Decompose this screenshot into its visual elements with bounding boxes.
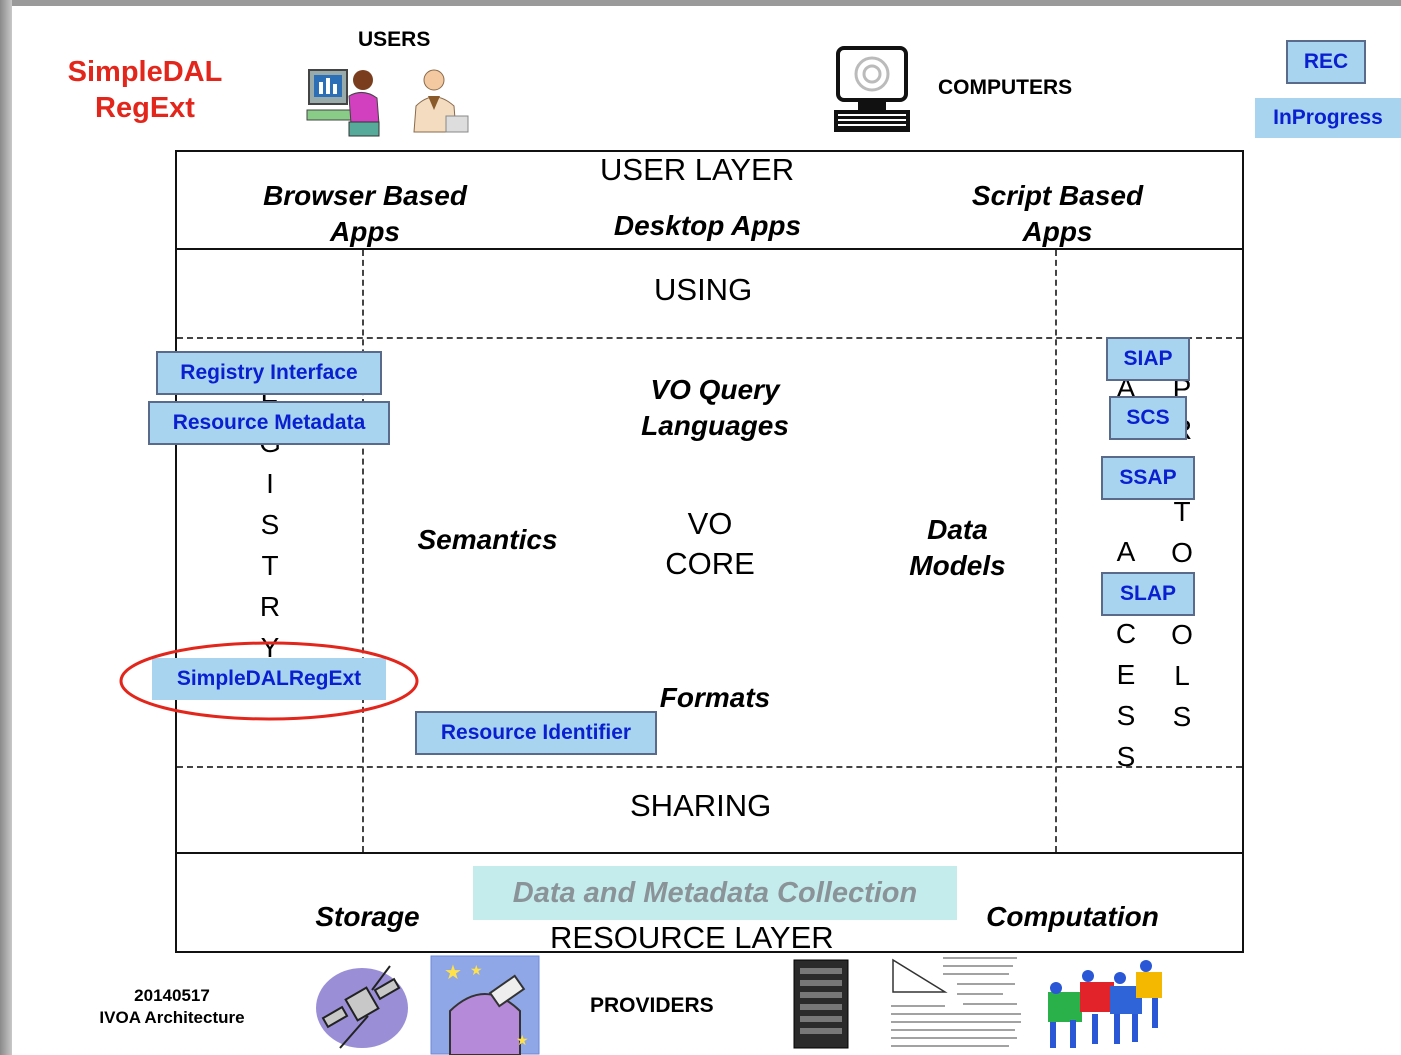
footer-date: 20140517 bbox=[134, 986, 210, 1005]
vo-core-label: VO CORE bbox=[665, 506, 755, 581]
data-metadata-collection: Data and Metadata Collection bbox=[473, 866, 957, 920]
svg-text:★: ★ bbox=[444, 960, 462, 984]
sharing-label: SHARING bbox=[630, 788, 772, 823]
resource-layer-box bbox=[175, 852, 1244, 953]
user-at-desk-icon bbox=[413, 69, 469, 133]
resource-layer-title: RESOURCE LAYER bbox=[550, 920, 834, 955]
browser-apps-label: Browser Based Apps bbox=[263, 180, 467, 247]
providers-label: PROVIDERS bbox=[590, 994, 714, 1017]
highlight-ellipse bbox=[119, 641, 419, 721]
data-access-letter: S bbox=[1116, 741, 1136, 772]
data-access-letter: E bbox=[1116, 659, 1136, 690]
desktop-apps-label: Desktop Apps bbox=[613, 210, 802, 241]
footer-caption: IVOA Architecture bbox=[99, 1008, 245, 1027]
computers-label: COMPUTERS bbox=[938, 76, 1073, 99]
resource-metadata-tag: Resource Metadata bbox=[148, 401, 390, 445]
simpledalregext-tag: SimpleDALRegExt bbox=[152, 658, 386, 700]
server-rack-icon bbox=[793, 959, 849, 1049]
slide-frame-left bbox=[0, 0, 12, 1055]
user-layer-title: USER LAYER bbox=[600, 152, 795, 187]
math-formulas-icon bbox=[891, 957, 1021, 1047]
formats-label: Formats bbox=[659, 682, 771, 713]
vo-query-languages-label: VO Query Languages bbox=[641, 374, 789, 441]
slide-title: SimpleDAL RegExt bbox=[67, 56, 223, 124]
data-access-letter: A bbox=[1116, 536, 1136, 567]
data-access-letter: S bbox=[1116, 700, 1136, 731]
data-models-label: Data Models bbox=[909, 514, 1006, 581]
svg-text:★: ★ bbox=[470, 963, 483, 979]
slap-tag: SLAP bbox=[1101, 572, 1195, 616]
registry-letter: Y bbox=[260, 632, 280, 663]
using-divider bbox=[177, 337, 1242, 339]
protocols-letter: S bbox=[1172, 701, 1192, 732]
sharing-divider bbox=[177, 766, 1242, 768]
registry-letter: I bbox=[266, 468, 274, 499]
legend-rec: REC bbox=[1286, 40, 1366, 84]
storage-label: Storage bbox=[315, 901, 420, 932]
data-access-vertical-text: D A T A A C C E S S bbox=[1104, 326, 1148, 777]
protocols-letter: O bbox=[1171, 537, 1193, 568]
siap-tag: SIAP bbox=[1106, 337, 1190, 381]
protocols-letter: O bbox=[1171, 619, 1193, 650]
protocols-letter: L bbox=[1174, 660, 1190, 691]
protocols-letter: T bbox=[1173, 496, 1191, 527]
user-at-computer-icon bbox=[306, 69, 380, 137]
resource-identifier-tag: Resource Identifier bbox=[415, 711, 657, 755]
using-label: USING bbox=[654, 272, 753, 307]
satellite-icon bbox=[316, 965, 408, 1049]
ssap-tag: SSAP bbox=[1101, 456, 1195, 500]
slide-frame-top bbox=[0, 0, 1401, 6]
script-apps-label: Script Based Apps bbox=[971, 180, 1144, 247]
registry-divider bbox=[362, 250, 364, 852]
registry-letter: S bbox=[260, 509, 280, 540]
computer-icon bbox=[834, 46, 910, 132]
data-access-letter: C bbox=[1115, 618, 1137, 649]
data-access-divider bbox=[1055, 250, 1057, 852]
team-puzzle-icon bbox=[1048, 960, 1162, 1048]
scs-tag: SCS bbox=[1109, 396, 1187, 440]
semantics-label: Semantics bbox=[417, 524, 558, 555]
registry-letter: T bbox=[261, 550, 279, 581]
registry-interface-tag: Registry Interface bbox=[156, 351, 382, 395]
svg-text:★: ★ bbox=[516, 1033, 529, 1049]
registry-letter: R bbox=[259, 591, 281, 622]
legend-inprogress: InProgress bbox=[1255, 98, 1401, 138]
observatory-icon: ★ ★ ★ bbox=[430, 955, 540, 1055]
users-label: USERS bbox=[358, 28, 431, 51]
computation-label: Computation bbox=[986, 901, 1159, 932]
